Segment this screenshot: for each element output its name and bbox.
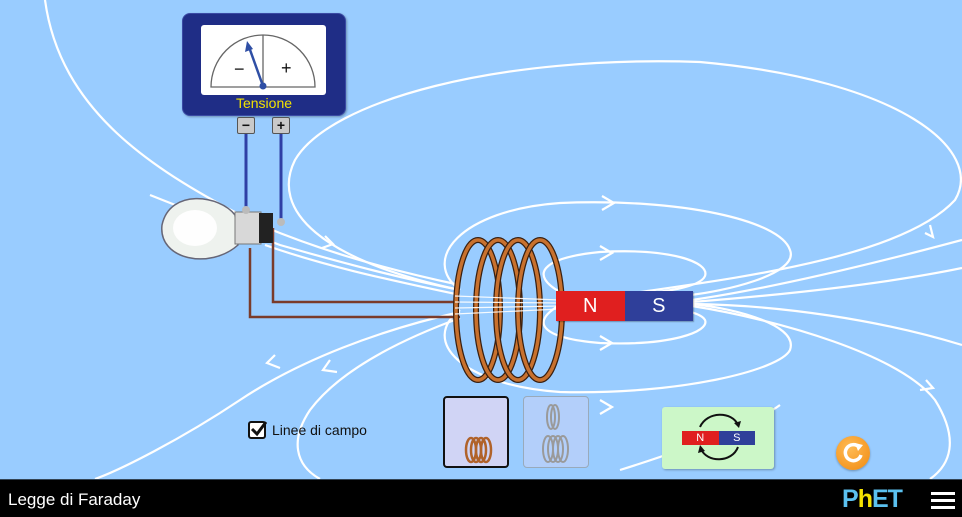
sim-title: Legge di Faraday xyxy=(8,490,141,509)
flip-north-label: N xyxy=(682,431,719,445)
hamburger-menu-icon[interactable] xyxy=(931,492,955,510)
flip-magnet-button[interactable]: N S xyxy=(662,407,774,469)
single-coil-icon xyxy=(464,436,493,464)
voltmeter-plus-terminal: + xyxy=(272,117,290,134)
voltmeter: − + Tensione xyxy=(182,13,346,116)
field-lines-label: Linee di campo xyxy=(272,422,367,438)
one-coil-button[interactable] xyxy=(443,396,509,468)
light-bulb xyxy=(161,197,285,260)
reset-icon xyxy=(843,442,863,463)
field-lines-checkbox[interactable] xyxy=(248,421,267,439)
checkmark-icon xyxy=(250,421,267,437)
two-coils-button[interactable] xyxy=(523,396,589,468)
voltmeter-label: Tensione xyxy=(235,95,293,111)
magnet-north-pole: N xyxy=(556,291,625,321)
bar-magnet[interactable]: N S xyxy=(556,291,693,321)
flip-magnet-icon: N S xyxy=(682,431,755,445)
voltmeter-face: − + xyxy=(201,25,326,95)
plus-sign: + xyxy=(281,58,292,78)
magnetic-field-lines xyxy=(43,0,962,479)
flip-south-label: S xyxy=(718,431,755,445)
double-coil-icon xyxy=(542,404,569,463)
voltmeter-gauge-icon xyxy=(210,34,316,90)
minus-sign: − xyxy=(234,59,245,79)
simulation-area: N S − + Tensione − + Linee di campo xyxy=(0,0,962,479)
reset-all-button[interactable] xyxy=(836,436,870,470)
phet-logo[interactable]: PhET xyxy=(842,485,903,513)
navigation-bar: Legge di Faraday PhET xyxy=(0,479,962,517)
flip-arrows-icon xyxy=(698,413,741,461)
voltmeter-minus-terminal: − xyxy=(237,117,255,134)
magnet-south-pole: S xyxy=(624,291,693,321)
field-lines-toggle[interactable]: Linee di campo xyxy=(248,421,367,439)
